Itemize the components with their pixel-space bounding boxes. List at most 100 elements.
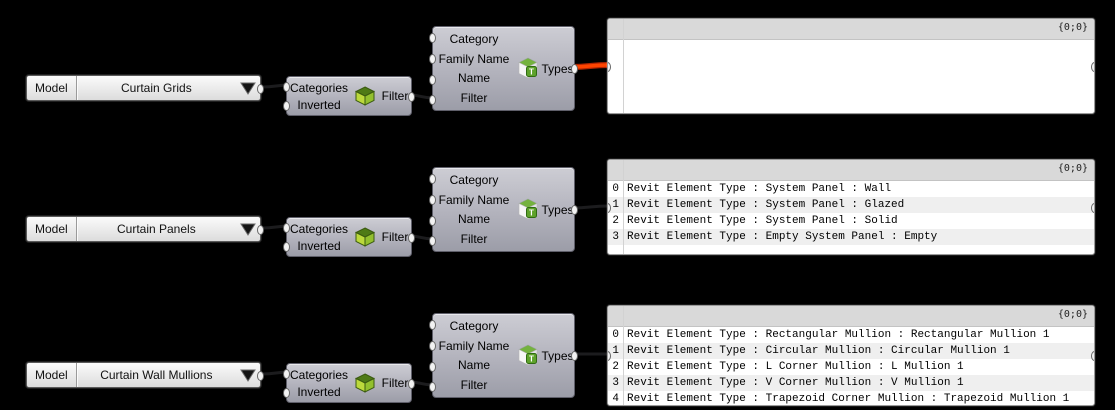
row-index: 3 xyxy=(612,377,619,389)
model-category-dropdown-curtain-panels[interactable]: Model Curtain Panels xyxy=(26,216,264,242)
panel-body: 0 Revit Element Type : Rectangular Mullio… xyxy=(608,327,1094,405)
output-grip[interactable] xyxy=(408,233,415,243)
branch-path-tag: {0;0} xyxy=(1057,22,1088,33)
row-index: 2 xyxy=(612,215,619,227)
row-text: Revit Element Type : Rectangular Mullion… xyxy=(627,329,1050,341)
dropdown-selected-value[interactable]: Curtain Grids xyxy=(121,81,192,95)
output-filter-label: Filter xyxy=(381,230,409,244)
branch-path-tag: {0;0} xyxy=(1057,163,1088,174)
input-grip[interactable] xyxy=(283,101,290,111)
input-grip[interactable] xyxy=(429,75,436,85)
output-grip[interactable] xyxy=(571,64,578,74)
output-grip[interactable] xyxy=(571,351,578,361)
input-grip[interactable] xyxy=(429,320,436,330)
panel-row: 2 Revit Element Type : System Panel : Sol… xyxy=(608,213,1094,229)
types-cube-icon: T xyxy=(515,314,541,397)
output-grip[interactable] xyxy=(1091,62,1094,72)
input-categories-label: Categories xyxy=(289,367,349,382)
input-grip[interactable] xyxy=(429,236,436,246)
element-types-node[interactable]: Category Family Name Name Filter T Types xyxy=(429,26,578,111)
model-category-dropdown-curtain-grids[interactable]: Model Curtain Grids xyxy=(26,75,264,101)
input-grip[interactable] xyxy=(429,382,436,392)
row-text: Revit Element Type : L Corner Mullion : … xyxy=(627,361,964,373)
output-grip[interactable] xyxy=(408,92,415,102)
panel-row: 0 Revit Element Type : Rectangular Mullio… xyxy=(608,327,1094,343)
input-grip[interactable] xyxy=(429,95,436,105)
row-index: 4 xyxy=(612,393,619,405)
input-filter-label: Filter xyxy=(460,378,488,393)
element-types-node[interactable]: Category Family Name Name Filter T Types xyxy=(429,167,578,252)
data-panel-curtain-grids[interactable]: {0;0} xyxy=(607,18,1095,114)
types-cube-icon: T xyxy=(515,168,541,251)
row-text: Revit Element Type : Trapezoid Corner Mu… xyxy=(627,393,1070,405)
index-gutter-line xyxy=(623,160,624,254)
data-panel-curtain-wall-mullions[interactable]: {0;0} 0 Revit Element Type : Rectangular … xyxy=(607,305,1095,406)
output-grip[interactable] xyxy=(571,205,578,215)
svg-text:T: T xyxy=(529,67,534,76)
types-cube-icon: T xyxy=(515,27,541,110)
row-text: Revit Element Type : System Panel : Soli… xyxy=(627,215,898,227)
input-family-name-label: Family Name xyxy=(438,338,510,353)
input-grip[interactable] xyxy=(429,341,436,351)
element-types-node[interactable]: Category Family Name Name Filter T Types xyxy=(429,313,578,398)
branch-path-tag: {0;0} xyxy=(1057,309,1088,320)
row-text: Revit Element Type : Circular Mullion : … xyxy=(627,345,1010,357)
input-grip[interactable] xyxy=(283,82,290,92)
index-gutter-line xyxy=(623,306,624,405)
input-grip[interactable] xyxy=(283,388,290,398)
dropdown-selected-value[interactable]: Curtain Wall Mullions xyxy=(100,368,213,382)
output-filter-label: Filter xyxy=(381,376,409,390)
output-types-label: Types xyxy=(541,61,574,76)
svg-text:T: T xyxy=(529,208,534,217)
filter-cube-icon xyxy=(351,218,379,256)
input-inverted-label: Inverted xyxy=(297,238,341,253)
chevron-down-icon[interactable] xyxy=(236,76,260,100)
input-name-label: Name xyxy=(457,212,490,227)
input-grip[interactable] xyxy=(283,369,290,379)
input-grip[interactable] xyxy=(429,54,436,64)
input-grip[interactable] xyxy=(283,242,290,252)
panel-row: 0 Revit Element Type : System Panel : Wal… xyxy=(608,181,1094,197)
row-text: Revit Element Type : System Panel : Wall xyxy=(627,183,892,195)
element-filter-node[interactable]: Categories Inverted Filter xyxy=(283,76,415,116)
svg-text:T: T xyxy=(529,354,534,363)
output-grip[interactable] xyxy=(1091,351,1094,361)
row-index: 0 xyxy=(612,183,619,195)
element-filter-node[interactable]: Categories Inverted Filter xyxy=(283,217,415,257)
row-index: 0 xyxy=(612,329,619,341)
panel-header: {0;0} xyxy=(608,306,1094,327)
filter-cube-icon xyxy=(351,364,379,402)
input-family-name-label: Family Name xyxy=(438,51,510,66)
dropdown-nickname: Model xyxy=(27,363,77,387)
input-grip[interactable] xyxy=(429,195,436,205)
input-grip[interactable] xyxy=(429,174,436,184)
input-grip[interactable] xyxy=(429,216,436,226)
output-grip[interactable] xyxy=(257,225,264,235)
input-grip[interactable] xyxy=(429,33,436,43)
input-filter-label: Filter xyxy=(460,232,488,247)
output-grip[interactable] xyxy=(257,371,264,381)
output-grip[interactable] xyxy=(408,379,415,389)
dropdown-selected-value[interactable]: Curtain Panels xyxy=(116,222,196,236)
output-grip[interactable] xyxy=(1091,203,1094,213)
output-grip[interactable] xyxy=(257,84,264,94)
input-category-label: Category xyxy=(449,172,499,187)
chevron-down-icon[interactable] xyxy=(236,217,260,241)
chevron-down-icon[interactable] xyxy=(236,363,260,387)
input-grip[interactable] xyxy=(283,223,290,233)
model-category-dropdown-curtain-wall-mullions[interactable]: Model Curtain Wall Mullions xyxy=(26,362,264,388)
element-filter-node[interactable]: Categories Inverted Filter xyxy=(283,363,415,403)
input-grip[interactable] xyxy=(608,62,611,72)
row-index: 1 xyxy=(612,345,619,357)
panel-row: 4 Revit Element Type : Trapezoid Corner M… xyxy=(608,391,1094,405)
row-index: 3 xyxy=(612,231,619,243)
input-grip[interactable] xyxy=(429,362,436,372)
input-category-label: Category xyxy=(449,318,499,333)
input-name-label: Name xyxy=(457,71,490,86)
input-inverted-label: Inverted xyxy=(297,97,341,112)
